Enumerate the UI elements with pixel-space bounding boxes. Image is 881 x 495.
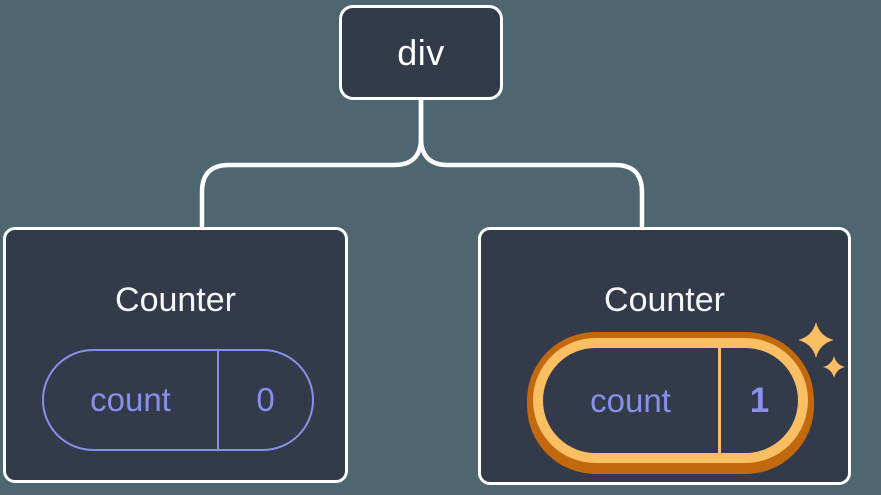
connector-left-branch — [199, 97, 424, 233]
counter-title: Counter — [604, 281, 725, 319]
connector-right-branch — [418, 97, 645, 233]
state-key-label: count — [44, 351, 219, 449]
root-node-div: div — [339, 5, 503, 100]
state-value: 0 — [256, 381, 275, 418]
state-pill: count 0 — [42, 349, 314, 451]
counter-title: Counter — [115, 281, 236, 319]
state-pill-highlighted: count 1 — [533, 338, 808, 463]
counter-node-right: Counter count 1 — [478, 227, 851, 485]
state-key-label: count — [543, 348, 721, 453]
state-value: 1 — [749, 380, 770, 420]
counter-node-left: Counter count 0 — [3, 227, 348, 483]
root-node-label: div — [397, 31, 445, 73]
